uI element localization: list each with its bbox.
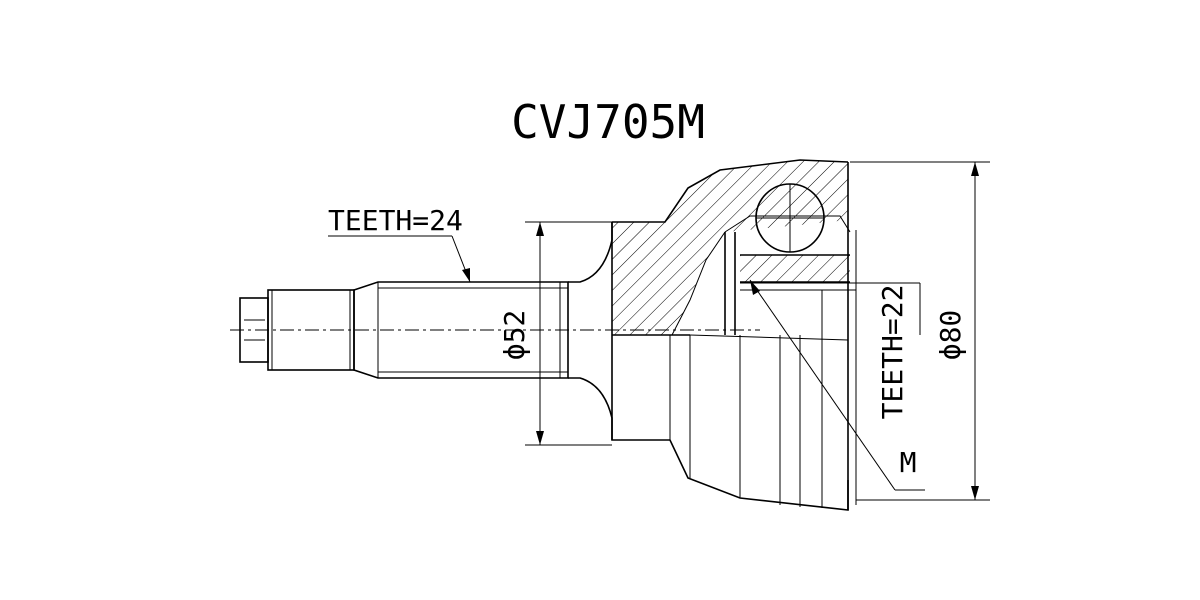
inner-race	[724, 183, 856, 335]
marker-leader	[749, 279, 925, 491]
dimension-outer-diameter	[850, 161, 990, 501]
shaft-diameter-label: ϕ52	[498, 310, 531, 361]
shaft-neck	[568, 222, 613, 440]
part-number-title: CVJ705M	[511, 95, 705, 149]
housing-section	[611, 159, 849, 336]
marker-label: M	[900, 446, 917, 479]
outer-teeth-label: TEETH=24	[328, 204, 463, 237]
dimension-shaft-diameter	[525, 221, 612, 446]
inner-teeth-leader	[740, 282, 921, 335]
outer-teeth-leader	[328, 235, 471, 283]
outer-diameter-label: ϕ80	[934, 310, 967, 361]
inner-teeth-label: TEETH=22	[876, 285, 909, 420]
